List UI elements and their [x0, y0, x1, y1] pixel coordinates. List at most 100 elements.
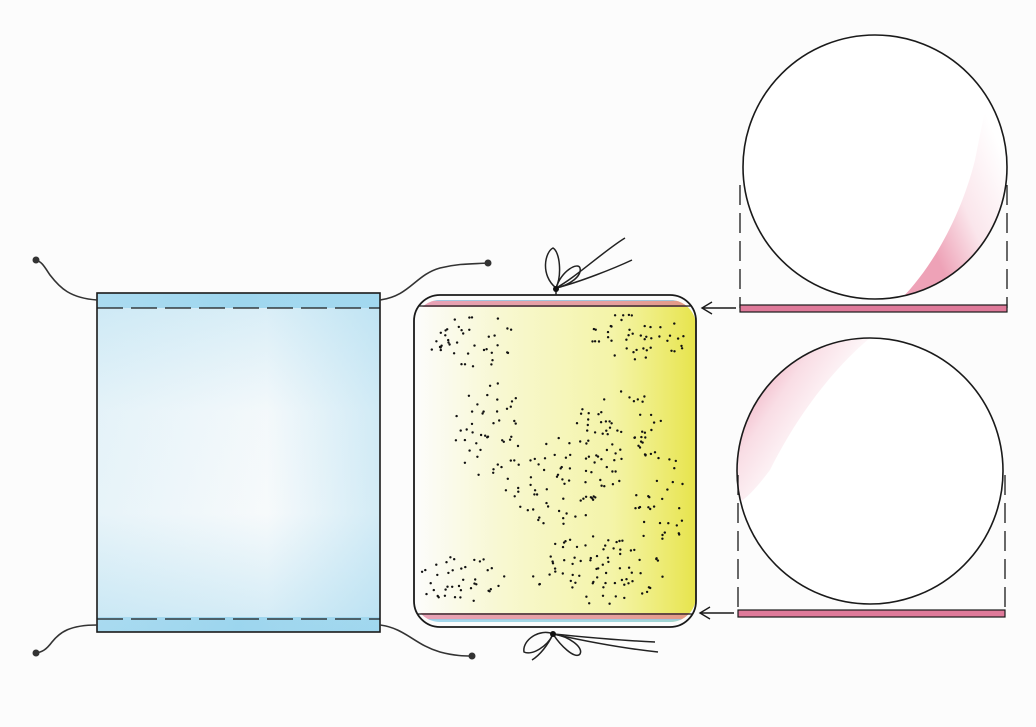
fabric-dot	[496, 382, 499, 385]
fabric-dot	[459, 596, 462, 599]
fabric-dot	[642, 534, 645, 538]
fabric-dot	[485, 348, 488, 351]
fabric-dot	[473, 582, 476, 585]
fabric-dot	[650, 337, 653, 340]
fabric-dot	[584, 469, 588, 473]
pink-strip-bottom	[737, 609, 1006, 618]
fabric-dot	[492, 471, 495, 474]
fabric-dot	[567, 479, 571, 482]
fabric-dot	[509, 328, 513, 331]
fabric-dot	[587, 412, 590, 415]
fabric-dot	[538, 516, 541, 519]
fabric-dot	[510, 400, 514, 403]
fabric-dot	[586, 429, 589, 432]
fabric-dot	[625, 347, 628, 350]
fabric-dot	[546, 505, 550, 508]
fabric-dot	[468, 328, 471, 331]
fabric-dot	[632, 400, 636, 403]
fabric-dot	[452, 352, 456, 355]
fabric-dot	[635, 494, 638, 497]
fabric-dot	[444, 588, 447, 591]
fabric-dot	[604, 544, 607, 547]
fabric-dot	[594, 496, 597, 499]
fabric-dot	[680, 519, 684, 522]
fabric-dot	[620, 318, 623, 322]
fabric-dot	[526, 509, 529, 512]
fabric-dot	[667, 522, 670, 525]
fabric-dot	[595, 567, 598, 571]
fabric-dot	[470, 410, 474, 413]
fabric-dot	[618, 539, 621, 543]
fabric-dot	[509, 405, 512, 408]
fabric-dot	[553, 453, 556, 457]
fabric-dot	[642, 347, 645, 350]
pink-strip-top	[739, 304, 1008, 313]
fabric-dot	[463, 363, 467, 366]
fabric-dot	[459, 429, 462, 432]
fabric-dot	[666, 339, 669, 342]
fabric-dot	[623, 583, 626, 586]
fabric-dot	[491, 359, 494, 362]
fabric-dot	[673, 467, 676, 470]
fabric-dot	[457, 325, 460, 329]
fabric-dot	[447, 338, 450, 342]
fabric-dot	[587, 418, 590, 421]
fabric-dot	[457, 584, 461, 588]
fabric-dot	[600, 458, 603, 461]
fabric-dot	[579, 559, 582, 563]
fabric-dot	[643, 395, 646, 398]
fabric-dot	[464, 565, 467, 569]
fabric-dot	[649, 452, 653, 456]
fabric-dot	[607, 560, 610, 564]
fabric-dot	[641, 441, 644, 444]
fabric-dot	[564, 456, 568, 459]
fabric-dot	[545, 442, 548, 446]
fabric-dot	[517, 490, 520, 493]
fabric-dot	[569, 453, 572, 457]
fabric-dot	[575, 422, 579, 425]
fabric-dot	[603, 398, 606, 401]
arrow-to-bottom-edge	[698, 606, 734, 620]
fabric-dot	[630, 314, 633, 317]
fabric-dot	[607, 539, 610, 542]
fabric-dot	[593, 431, 597, 434]
fabric-dot	[620, 457, 623, 461]
fabric-dot	[584, 495, 588, 498]
fabric-dot	[656, 559, 660, 562]
fabric-dot	[659, 419, 662, 423]
fabric-dot	[661, 497, 664, 501]
fabric-dot	[628, 328, 631, 331]
fabric-dot	[560, 465, 563, 469]
fabric-dot	[451, 585, 454, 588]
fabric-dot	[678, 533, 681, 536]
fabric-dot	[468, 449, 471, 452]
fabric-dot	[537, 463, 540, 466]
fabric-dot	[529, 476, 533, 479]
fabric-dot	[599, 421, 603, 424]
fabric-dot	[606, 556, 610, 559]
fabric-dot	[620, 430, 623, 434]
fabric-dot	[479, 448, 482, 452]
fabric-dot	[614, 595, 617, 598]
fabric-dot	[496, 317, 500, 320]
fabric-dot	[584, 481, 587, 484]
fabric-dot	[643, 324, 646, 328]
fabric-dot	[615, 540, 618, 544]
fabric-dot	[596, 576, 599, 579]
fabric-dot	[543, 457, 547, 460]
drawstring-casing-bottom	[97, 617, 380, 632]
fabric-dot	[445, 561, 448, 564]
fabric-dot	[641, 400, 644, 403]
fabric-dot	[496, 344, 499, 347]
fabric-dot	[628, 396, 631, 399]
fabric-dot	[460, 567, 463, 570]
fabric-dot	[475, 583, 478, 586]
fabric-dot	[463, 461, 467, 464]
fabric-dot	[468, 316, 471, 319]
fabric-dot	[568, 442, 571, 445]
fabric-dot	[591, 340, 594, 343]
fabric-dot	[429, 582, 432, 585]
fabric-dot	[604, 420, 608, 423]
fabric-dot	[508, 438, 512, 441]
fabric-dot	[630, 571, 633, 574]
